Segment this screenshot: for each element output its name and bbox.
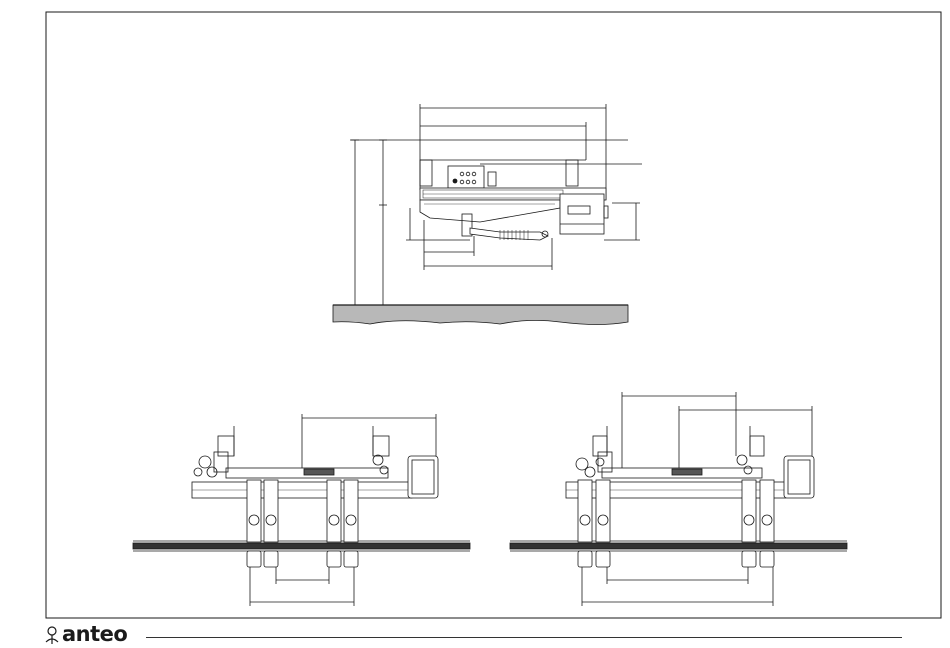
lift-arm: [420, 200, 560, 222]
footer-brand: anteo: [44, 622, 127, 646]
power-unit-rear-right: [784, 456, 814, 498]
side-view: [333, 104, 642, 325]
rear-view-left: [133, 414, 470, 606]
brand-name: anteo: [62, 624, 127, 645]
footer-divider: [146, 637, 902, 638]
rail-left: [133, 543, 470, 549]
rear-view-right: [510, 392, 847, 606]
rail-right: [510, 543, 847, 549]
control-box: [448, 166, 484, 188]
ground-surface: [333, 305, 628, 325]
power-unit-rear: [408, 456, 438, 498]
hydraulic-cylinder: [470, 228, 548, 240]
